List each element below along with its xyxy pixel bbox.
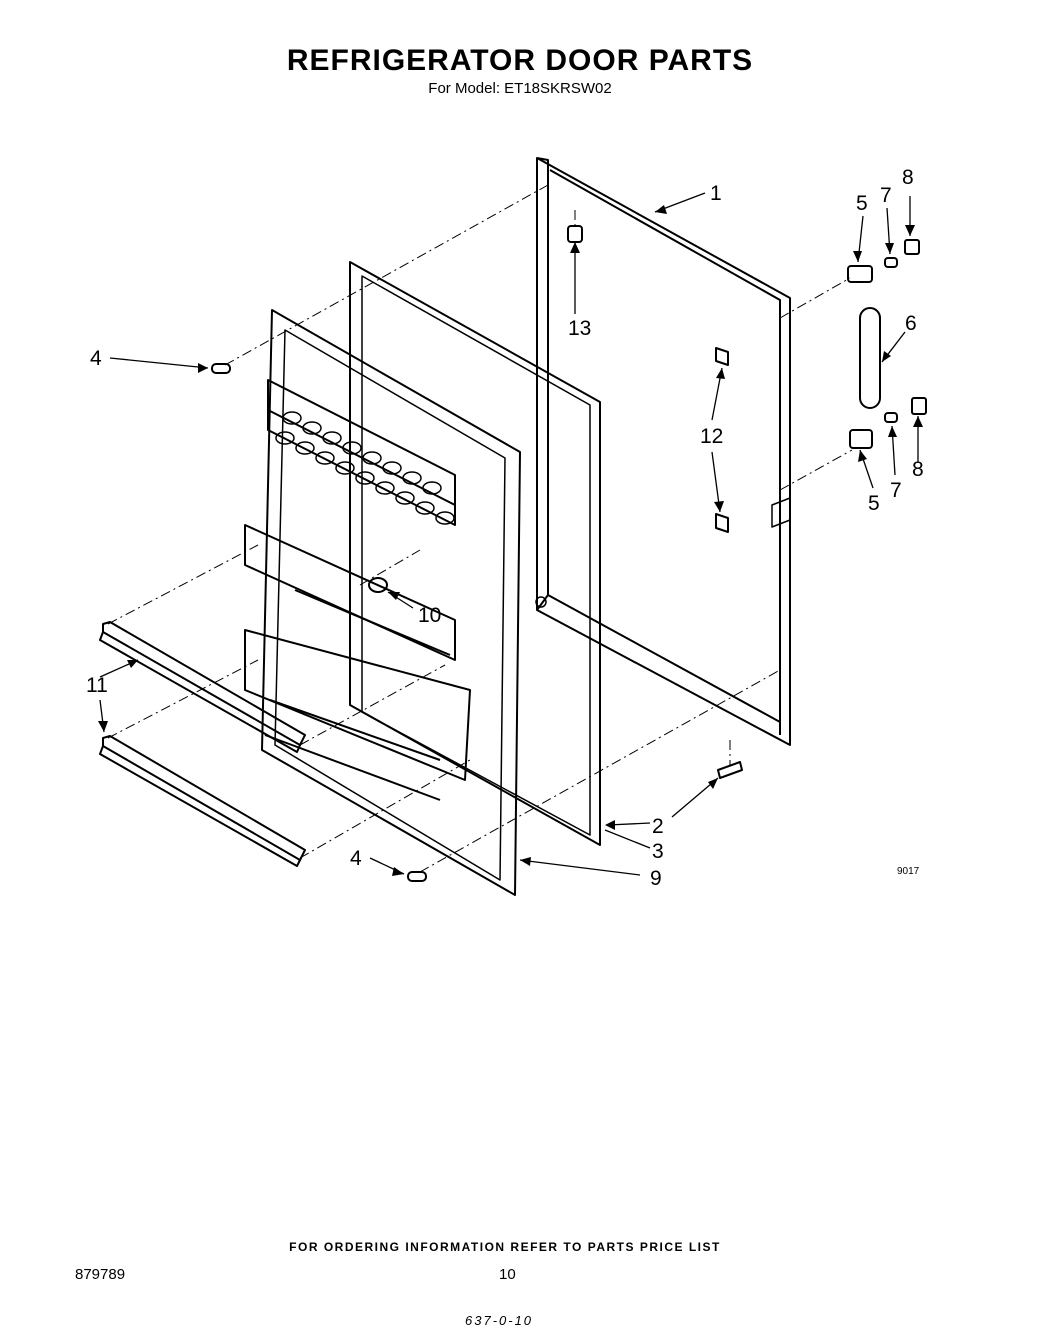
page-title: REFRIGERATOR DOOR PARTS bbox=[286, 44, 754, 77]
callout-5-bottom: 5 bbox=[868, 492, 880, 515]
callout-6: 6 bbox=[905, 312, 917, 335]
egg-cups bbox=[275, 411, 455, 525]
callout-8-top: 8 bbox=[902, 166, 914, 189]
outer-door-panel bbox=[535, 157, 791, 746]
shelf-rail-upper bbox=[99, 621, 306, 753]
figure-code: 9017 bbox=[897, 866, 920, 877]
callout-5-top: 5 bbox=[856, 192, 868, 215]
hinge-clip-upper bbox=[715, 347, 729, 366]
page-number: 10 bbox=[499, 1266, 516, 1283]
hinge-top bbox=[847, 239, 920, 283]
hinge-clip-lower bbox=[715, 513, 729, 533]
callout-12: 12 bbox=[700, 425, 723, 448]
callout-7-bottom: 7 bbox=[890, 479, 902, 502]
callout-2: 2 bbox=[652, 815, 664, 838]
door-handle bbox=[859, 307, 881, 409]
door-stop-part bbox=[567, 225, 583, 243]
callout-4-top: 4 bbox=[90, 347, 102, 370]
handwritten-note: 637-0-10 bbox=[465, 1313, 534, 1328]
plug-part bbox=[717, 761, 743, 779]
callout-10: 10 bbox=[418, 604, 441, 627]
model-subtitle: For Model: ET18SKRSW02 bbox=[428, 80, 612, 97]
callout-1: 1 bbox=[710, 182, 722, 205]
arrowheads bbox=[98, 205, 923, 876]
callout-7-top: 7 bbox=[880, 184, 892, 207]
screw-top bbox=[211, 363, 231, 374]
document-number: 879789 bbox=[75, 1266, 126, 1283]
screw-bottom bbox=[407, 871, 427, 882]
callout-9: 9 bbox=[650, 867, 662, 890]
inner-door-liner bbox=[244, 309, 521, 896]
callout-13: 13 bbox=[568, 317, 591, 340]
callout-3: 3 bbox=[652, 840, 664, 863]
door-gasket bbox=[349, 261, 601, 846]
button-part bbox=[368, 577, 388, 593]
callout-11: 11 bbox=[86, 674, 108, 697]
callout-4-bottom: 4 bbox=[350, 847, 362, 870]
callout-8-bottom: 8 bbox=[912, 458, 924, 481]
hinge-bottom bbox=[849, 397, 927, 449]
assembly-lines bbox=[107, 184, 853, 873]
shelf-rail-lower bbox=[99, 735, 306, 867]
ordering-note: FOR ORDERING INFORMATION REFER TO PARTS … bbox=[289, 1240, 721, 1254]
leader-lines bbox=[99, 192, 919, 876]
